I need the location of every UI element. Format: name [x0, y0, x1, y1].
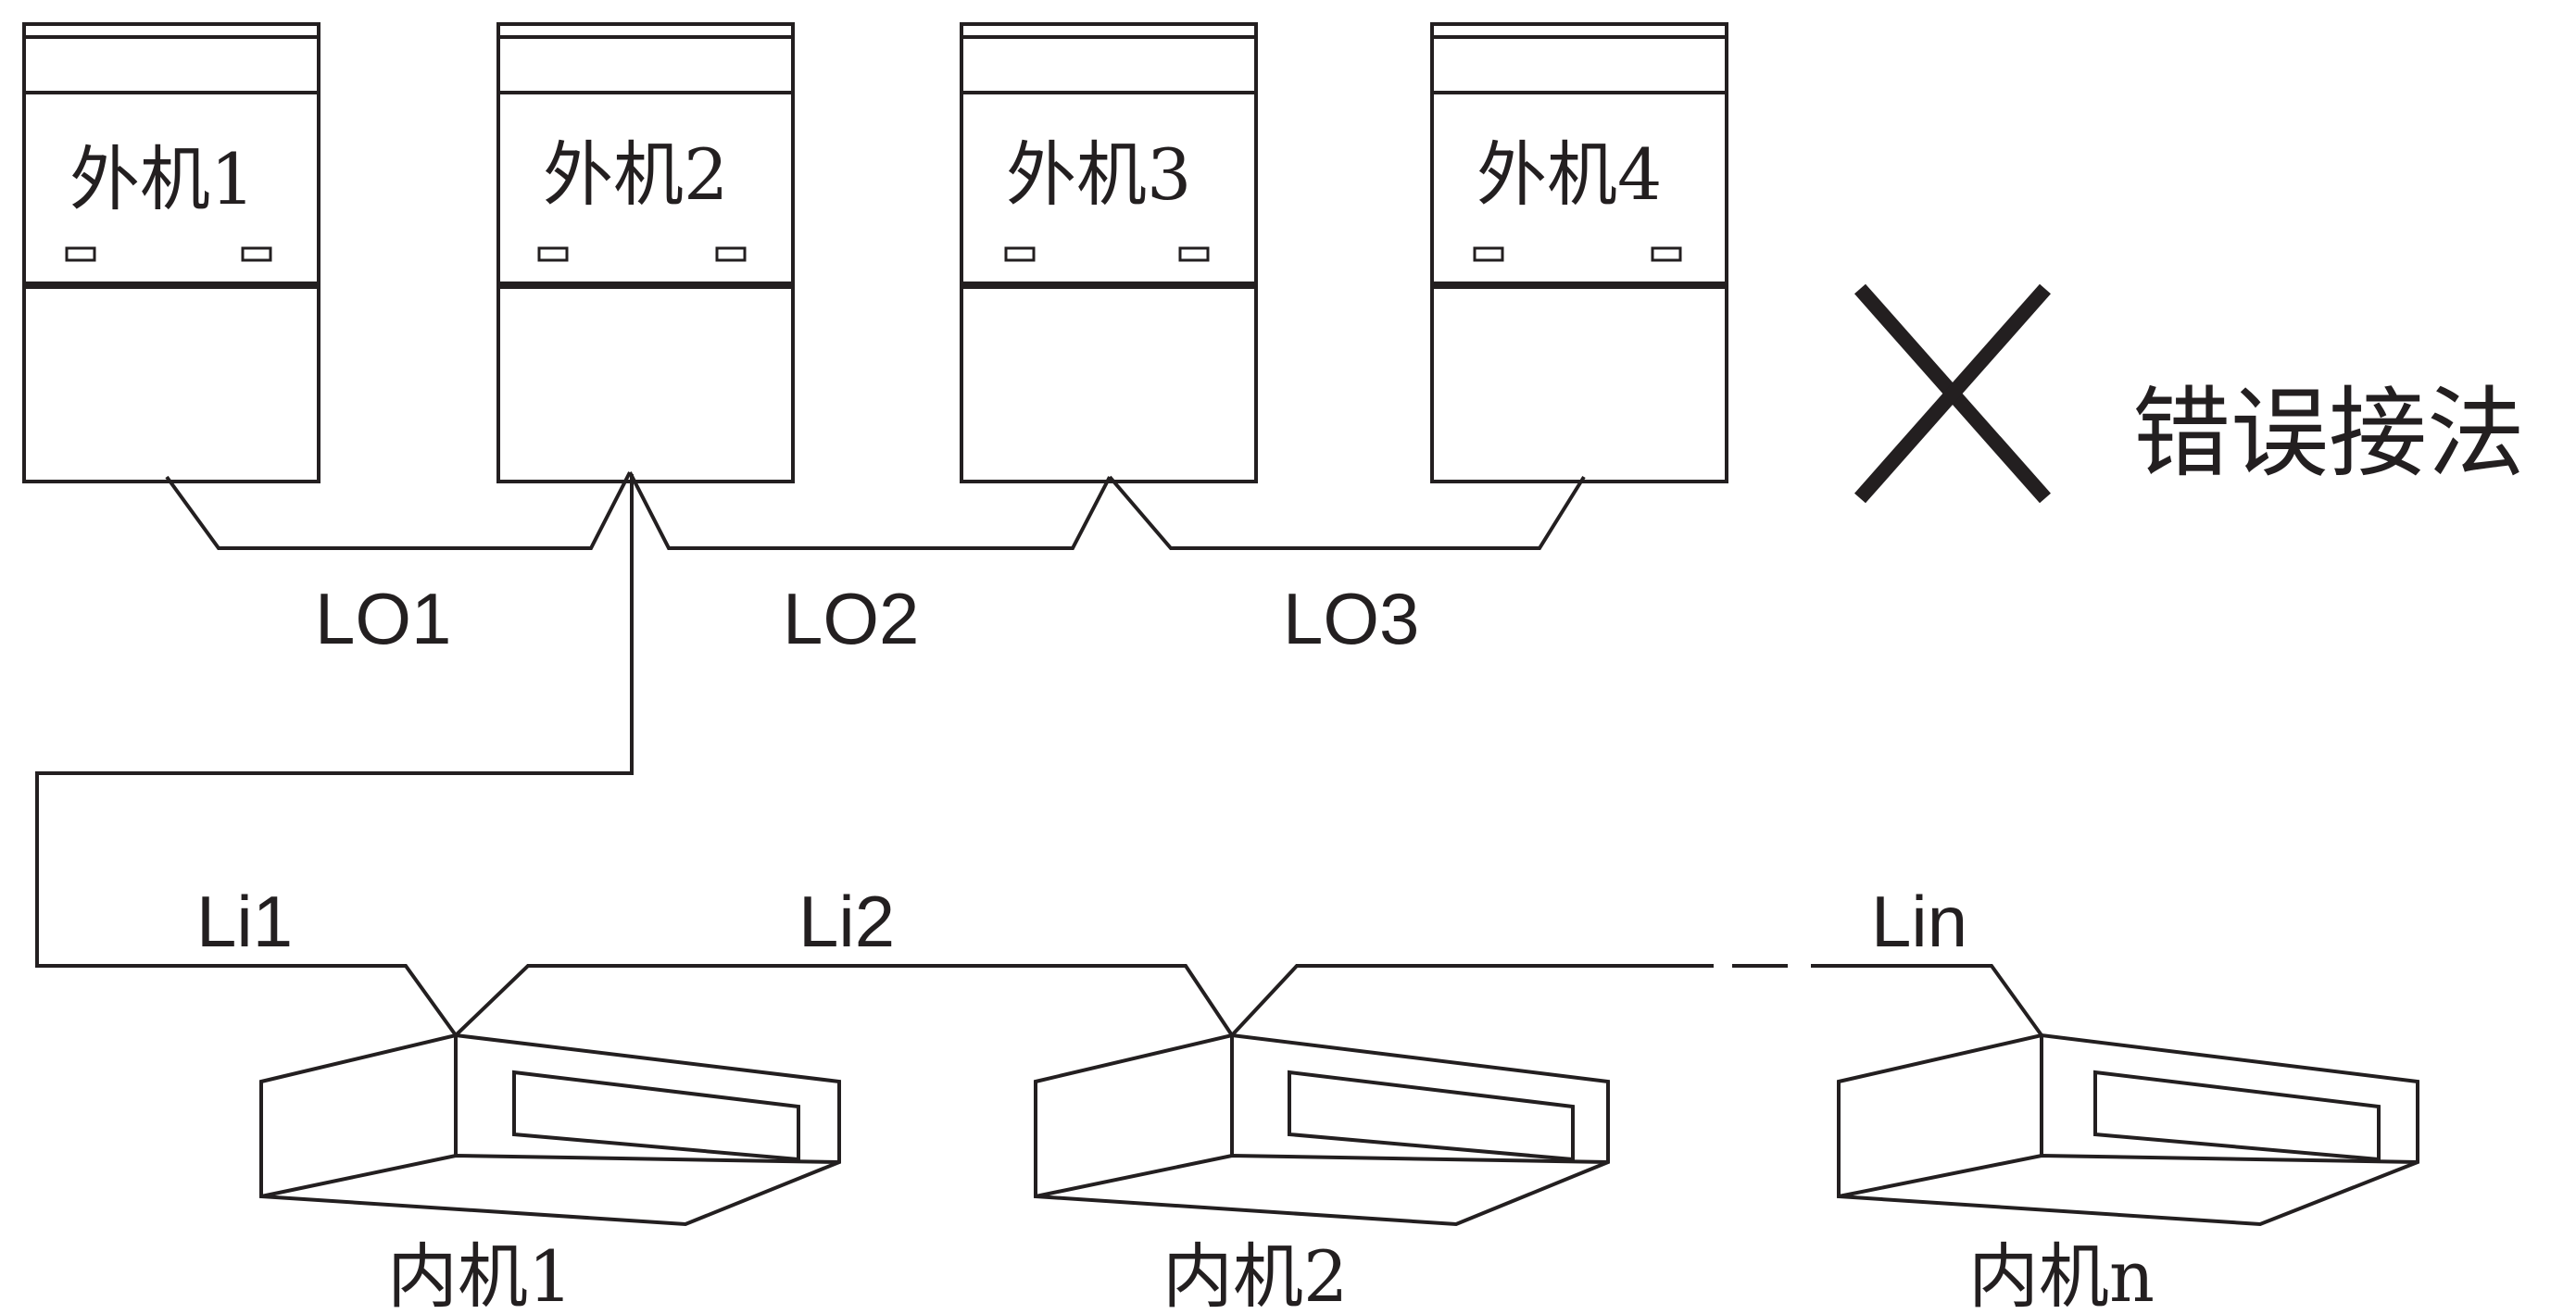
- indicator-light-right: [1178, 246, 1210, 262]
- air-outlet-panel: [1288, 1070, 1575, 1162]
- outdoor-unit-3: 外机3: [960, 22, 1258, 483]
- indoor-unit-label-n: 内机n: [1968, 1235, 2155, 1314]
- outdoor-unit-label: 外机1: [69, 138, 255, 220]
- pipe-label-li1: Li1: [196, 881, 293, 962]
- cross-mark-icon: [1854, 283, 2051, 504]
- air-outlet-panel: [512, 1070, 800, 1162]
- indicator-light-left: [537, 246, 569, 262]
- indoor-unit-2: [1034, 1032, 1610, 1227]
- pipe-label-lin: Lin: [1871, 881, 1967, 962]
- pipe-label-li2: Li2: [798, 881, 895, 962]
- outdoor-unit-label: 外机2: [543, 133, 728, 216]
- indoor-unit-n: [1837, 1032, 2419, 1227]
- outdoor-unit-2: 外机2: [496, 22, 795, 483]
- indoor-unit-label-2: 内机2: [1162, 1235, 1348, 1314]
- outdoor-unit-1: 外机1: [22, 22, 320, 483]
- outdoor-unit-4: 外机4: [1430, 22, 1728, 483]
- main-pipe: [35, 474, 634, 1037]
- air-outlet-panel: [2093, 1070, 2381, 1162]
- indicator-light-right: [1651, 246, 1682, 262]
- indicator-light-left: [65, 246, 96, 262]
- outdoor-unit-label: 外机3: [1006, 133, 1191, 216]
- outdoor-unit-label: 外机4: [1476, 133, 1662, 216]
- pipe-label-lo3: LO3: [1283, 578, 1419, 659]
- indoor-piping: [454, 964, 2043, 1037]
- indicator-light-left: [1004, 246, 1036, 262]
- indoor-unit-label-1: 内机1: [387, 1235, 572, 1314]
- outdoor-piping: [165, 471, 1586, 550]
- indicator-light-right: [241, 246, 272, 262]
- indicator-light-right: [715, 246, 747, 262]
- indicator-light-left: [1473, 246, 1504, 262]
- pipe-label-lo2: LO2: [783, 578, 919, 659]
- pipe-label-lo1: LO1: [315, 578, 451, 659]
- wrong-connection-label: 错误接法: [2132, 377, 2525, 491]
- indoor-unit-1: [259, 1032, 841, 1227]
